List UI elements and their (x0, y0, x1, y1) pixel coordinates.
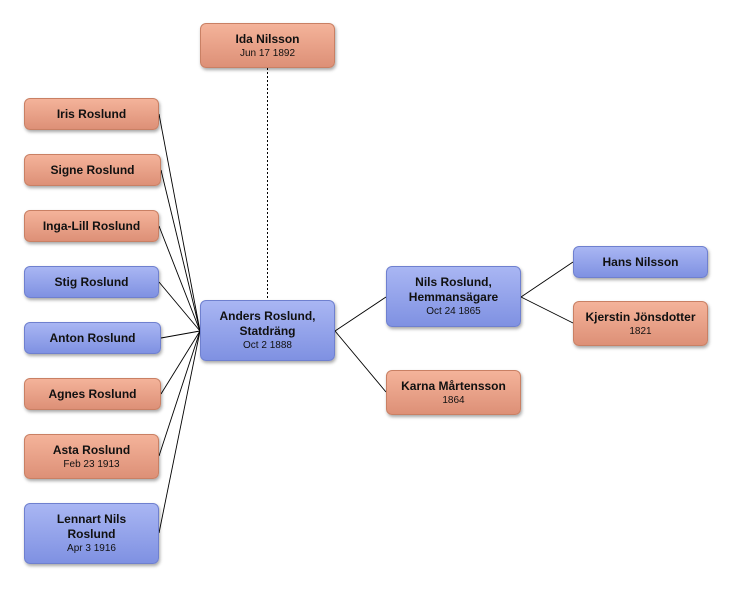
connector-asta-anders (158, 330, 201, 457)
person-name: Karna Mårtensson (401, 378, 506, 393)
person-date: 1864 (442, 394, 465, 406)
person-date: Jun 17 1892 (239, 47, 296, 59)
person-name: Ida Nilsson (235, 31, 300, 46)
connector-signe-anders (160, 169, 201, 332)
person-node-anton[interactable]: Anton Roslund (24, 322, 161, 354)
connector-agnes-anders (160, 330, 201, 395)
person-name: Nils Roslund,Hemmansägare (408, 275, 499, 304)
person-name: Stig Roslund (54, 274, 129, 289)
person-name: Asta Roslund (52, 442, 131, 457)
person-node-inga[interactable]: Inga-Lill Roslund (24, 210, 159, 242)
person-node-signe[interactable]: Signe Roslund (24, 154, 161, 186)
connector-iris-anders (158, 113, 201, 332)
connector-stig-anders (158, 281, 201, 332)
person-name: Anton Roslund (49, 330, 136, 345)
person-name: Signe Roslund (50, 162, 135, 177)
person-node-stig[interactable]: Stig Roslund (24, 266, 159, 298)
connector-nils-hans (520, 261, 574, 298)
person-node-hans[interactable]: Hans Nilsson (573, 246, 708, 278)
person-date: 1821 (629, 325, 652, 337)
person-name: Anders Roslund,Statdräng (219, 309, 316, 338)
person-date: Feb 23 1913 (63, 458, 120, 470)
person-name: Iris Roslund (56, 106, 127, 121)
person-node-iris[interactable]: Iris Roslund (24, 98, 159, 130)
connector-anton-anders (160, 330, 201, 339)
person-node-agnes[interactable]: Agnes Roslund (24, 378, 161, 410)
connector-inga-anders (158, 225, 201, 332)
person-date: Apr 3 1916 (67, 543, 116, 554)
connector-lennart-anders (158, 330, 201, 534)
person-name: Agnes Roslund (48, 386, 137, 401)
connector-anders-nils (334, 296, 387, 332)
person-date: Oct 24 1865 (426, 306, 481, 317)
connector-nils-kjerstin (520, 296, 574, 324)
person-date: Oct 2 1888 (243, 340, 292, 351)
person-name: Inga-Lill Roslund (42, 218, 141, 233)
connector-anders-karna (334, 330, 387, 393)
person-name: Hans Nilsson (602, 254, 679, 269)
person-name: Kjerstin Jönsdotter (585, 309, 696, 324)
